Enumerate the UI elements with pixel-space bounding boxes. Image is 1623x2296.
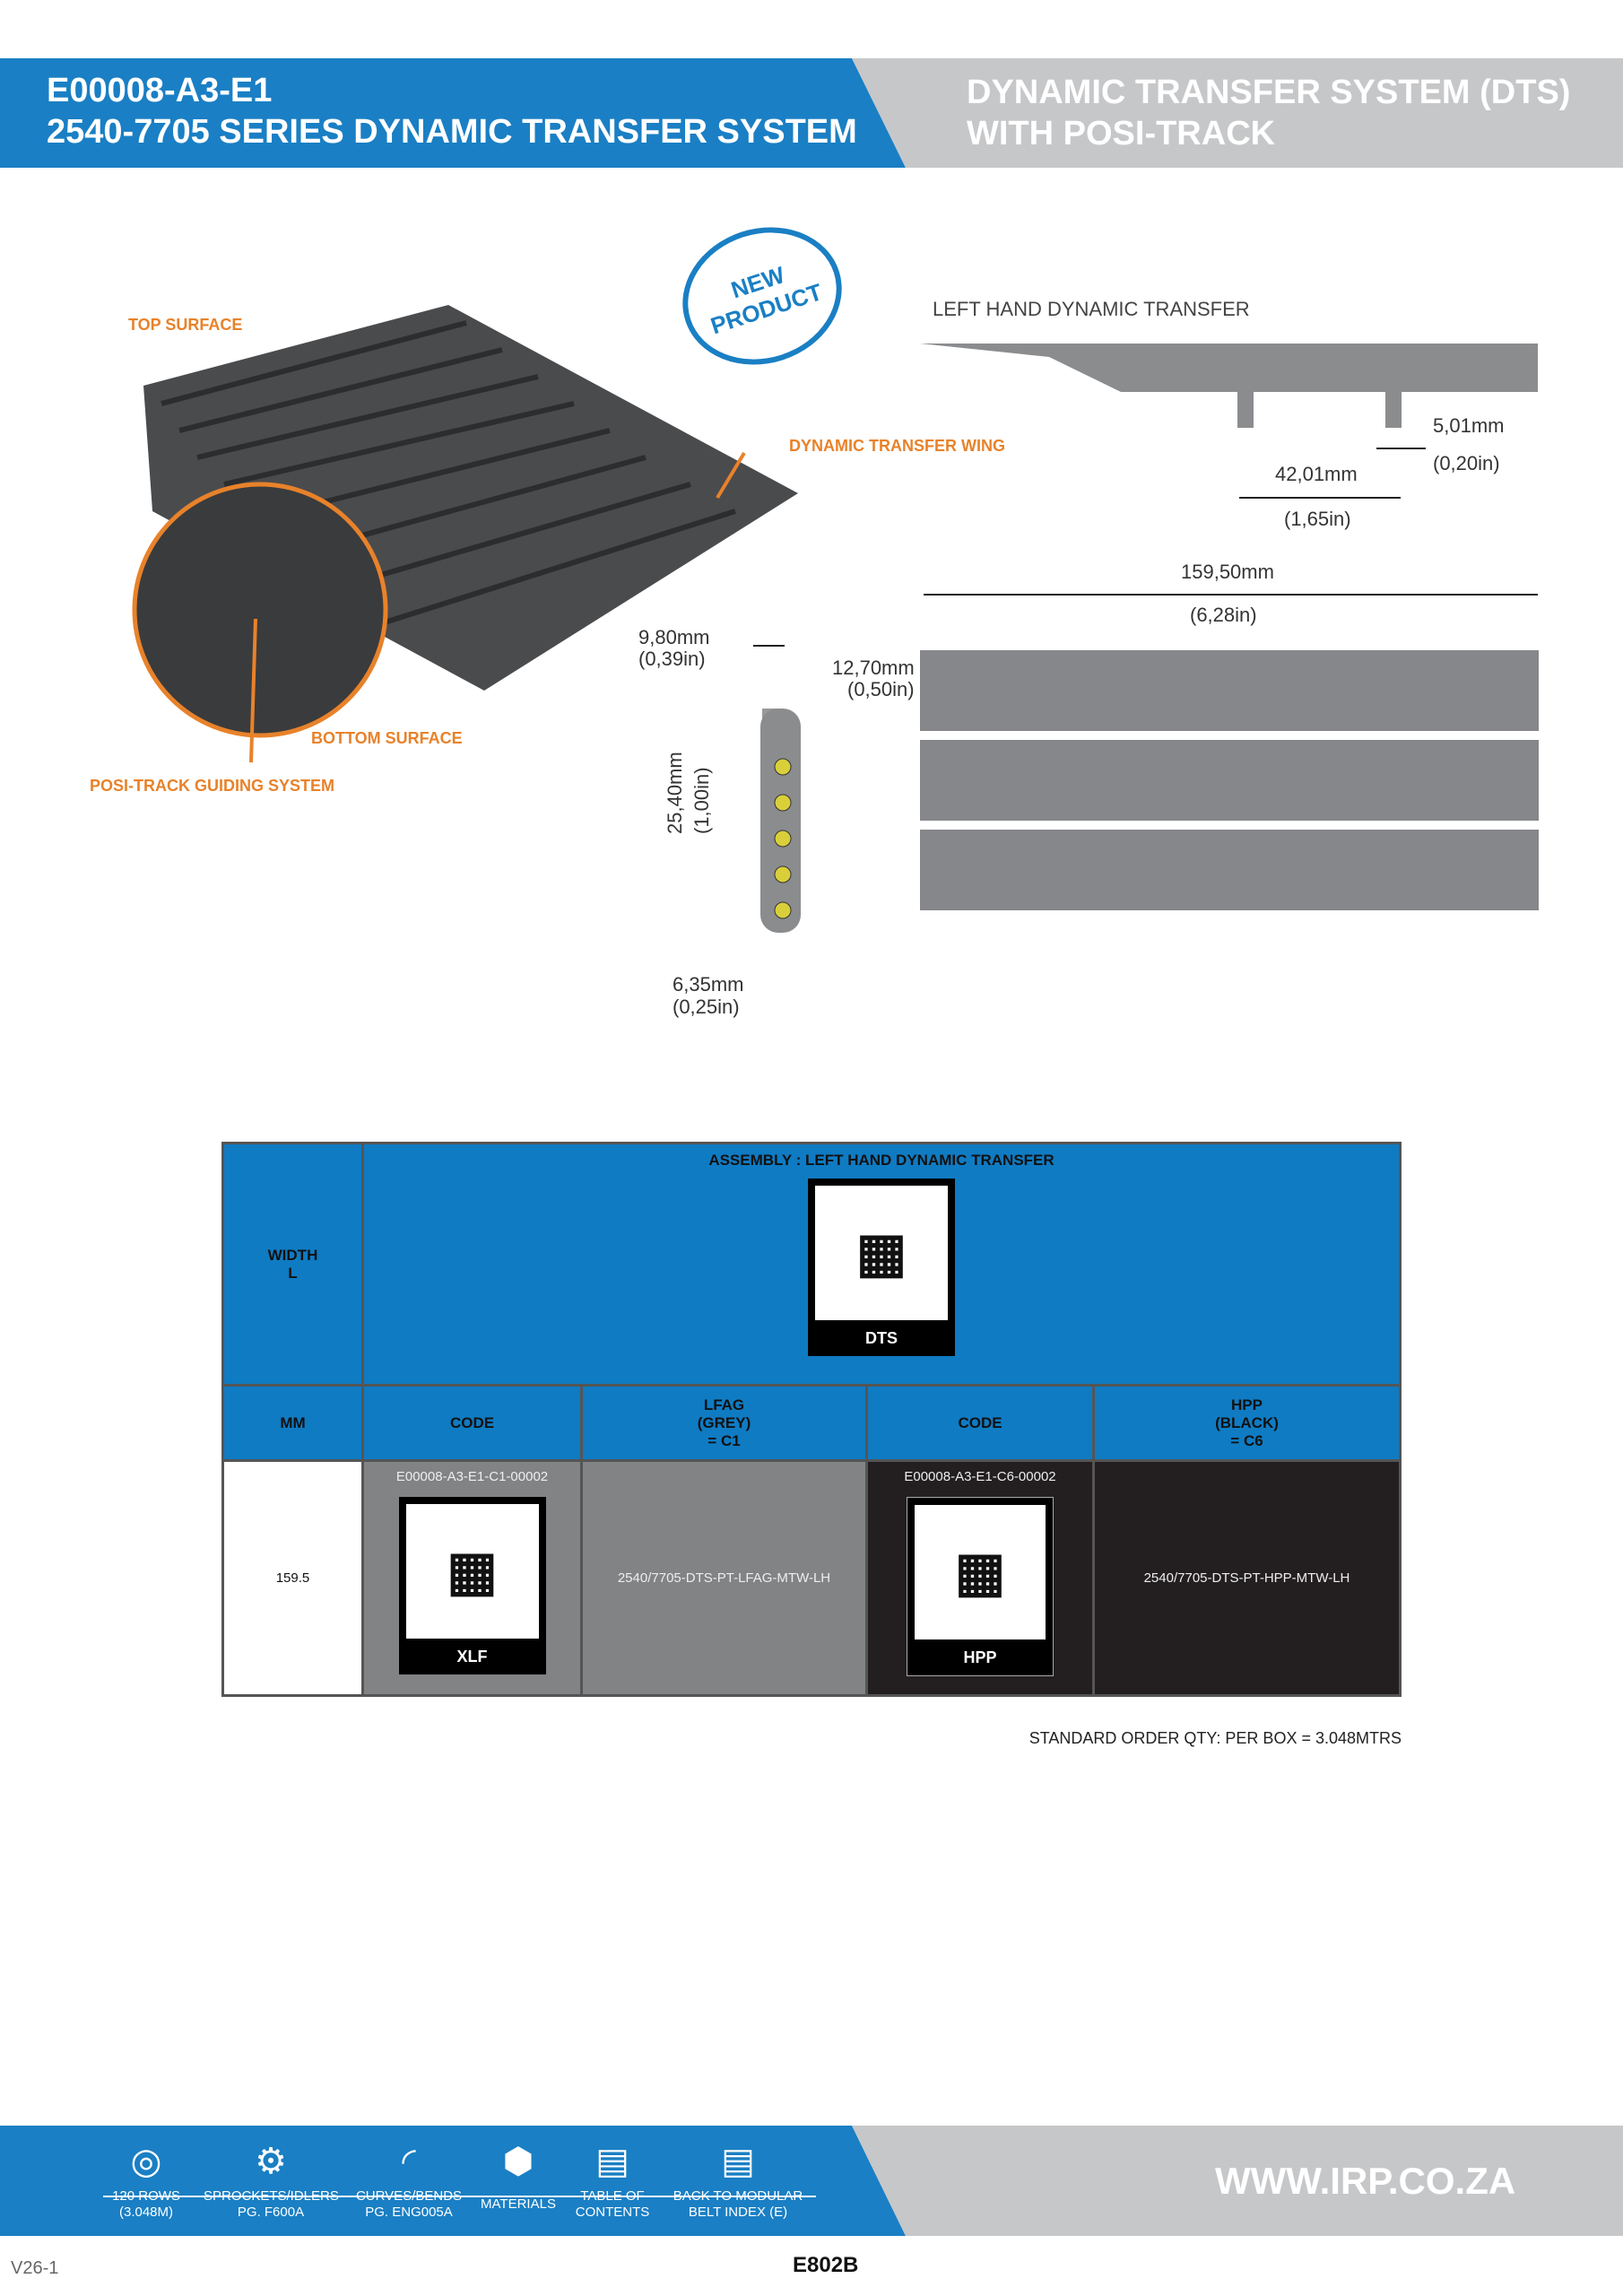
header-right-1: DYNAMIC TRANSFER SYSTEM (DTS): [967, 74, 1571, 111]
qr-code-icon: ▦: [815, 1186, 948, 1320]
cell-mm: 159.5: [221, 1459, 364, 1697]
header-right-2: WITH POSI-TRACK: [967, 115, 1276, 152]
footer-label: BELT INDEX (E): [688, 2205, 788, 2220]
hdr-hpp: HPP: [1231, 1396, 1263, 1413]
label-wing: DYNAMIC TRANSFER WING: [789, 437, 1005, 455]
dim-159mm-in: (6,28in): [1190, 604, 1257, 626]
footer-label: 120 ROWS: [112, 2188, 180, 2204]
gear-icon: ⚙: [255, 2142, 287, 2181]
hdr-code-2: CODE: [865, 1384, 1095, 1462]
hdr-hpp-3: = C6: [1230, 1431, 1263, 1449]
table-row: 159.5 E00008-A3-E1-C1-00002 ▦ XLF 2540/770…: [221, 1459, 1402, 1697]
doc-title: 2540-7705 SERIES DYNAMIC TRANSFER SYSTEM: [47, 113, 857, 151]
footer-label: PG. ENG005A: [365, 2205, 453, 2220]
dim-5mm-in: (0,20in): [1433, 452, 1500, 474]
order-qty: STANDARD ORDER QTY: PER BOX = 3.048MTRS: [1028, 1729, 1402, 1747]
qr-dts[interactable]: ▦ DTS: [808, 1178, 955, 1356]
footer-label: TABLE OF: [580, 2188, 645, 2204]
hdr-l: L: [288, 1264, 298, 1282]
website-link[interactable]: WWW.IRP.CO.ZA: [1215, 2160, 1516, 2202]
footer-label: CONTENTS: [575, 2205, 650, 2220]
dim-42mm-in: (1,65in): [1284, 508, 1351, 530]
side-view-title: LEFT HAND DYNAMIC TRANSFER: [933, 298, 1250, 320]
hdr-lfag-2: (GREY): [697, 1413, 751, 1431]
dim-42mm: 42,01mm: [1275, 463, 1358, 485]
document-icon: ▤: [721, 2142, 755, 2181]
dim-25mm: 25,40mm: [664, 752, 686, 834]
footer-banner: [0, 2126, 906, 2236]
doc-code: E00008-A3-E1: [47, 72, 273, 109]
footer-materials[interactable]: ⬢ MATERIALS: [451, 2135, 586, 2213]
footer-label: (3.048M): [118, 2205, 174, 2220]
hdr-mm: MM: [221, 1384, 364, 1462]
dim-5mm: 5,01mm: [1433, 414, 1505, 437]
dim-25mm-in: (1,00in): [690, 767, 713, 834]
footer-label: CURVES/BENDS: [355, 2188, 463, 2204]
dim-12mm: 12,70mm: [832, 657, 915, 679]
label-bottom-surface: BOTTOM SURFACE: [311, 729, 463, 747]
label-posi-track: POSI-TRACK GUIDING SYSTEM: [90, 777, 335, 795]
qr-caption: XLF: [456, 1648, 488, 1665]
header-banner-grey: [852, 58, 1623, 168]
materials-icon: ⬢: [502, 2142, 534, 2181]
qr-code-icon: ▦: [405, 1504, 539, 1639]
label-top-surface: TOP SURFACE: [128, 316, 243, 334]
footer-label: PG. F600A: [237, 2205, 305, 2220]
rolls-icon: ◎: [130, 2142, 162, 2181]
footer-banner-grey: [852, 2126, 1623, 2236]
cell-code-c1: E00008-A3-E1-C1-00002: [395, 1469, 549, 1484]
page-number: E802B: [793, 2253, 859, 2277]
curve-icon: ◜: [402, 2142, 416, 2181]
dim-9mm: 9,80mm: [638, 626, 710, 648]
qr-caption: HPP: [963, 1648, 997, 1666]
hdr-lfag: LFAG: [703, 1396, 745, 1413]
technical-drawing: [753, 344, 1539, 933]
assembly-title: ASSEMBLY : LEFT HAND DYNAMIC TRANSFER: [708, 1152, 1055, 1169]
cell-code-c6: E00008-A3-E1-C6-00002: [904, 1469, 1056, 1484]
cell-lfag: 2540/7705-DTS-PT-LFAG-MTW-LH: [580, 1459, 868, 1697]
footer-divider: [103, 2196, 816, 2197]
footer-label: SPROCKETS/IDLERS: [204, 2188, 339, 2204]
belt-illustration: [132, 305, 798, 763]
cell-hpp: 2540/7705-DTS-PT-HPP-MTW-LH: [1092, 1459, 1402, 1697]
dim-6mm-in: (0,25in): [673, 996, 740, 1018]
hdr-hpp-2: (BLACK): [1215, 1413, 1279, 1431]
dim-159mm: 159,50mm: [1181, 561, 1274, 583]
qr-hpp[interactable]: ▦ HPP: [907, 1497, 1054, 1676]
dim-9mm-in: (0,39in): [638, 648, 706, 670]
hdr-width: WIDTH: [267, 1246, 318, 1264]
version: V26-1: [11, 2258, 59, 2278]
document-icon: ▤: [595, 2142, 629, 2181]
header-banner: [0, 58, 906, 168]
qr-caption: DTS: [865, 1329, 898, 1347]
dim-6mm: 6,35mm: [673, 973, 744, 996]
hdr-lfag-3: = C1: [707, 1431, 741, 1449]
footer-label: MATERIALS: [481, 2196, 556, 2212]
footer-label: BACK TO MODULAR: [673, 2188, 803, 2204]
qr-xlf[interactable]: ▦ XLF: [398, 1497, 546, 1674]
hdr-code-1: CODE: [361, 1384, 583, 1462]
footer-rows[interactable]: ◎ 120 ROWS(3.048M): [79, 2135, 213, 2221]
qr-code-icon: ▦: [915, 1505, 1046, 1639]
dim-12mm-in: (0,50in): [847, 678, 915, 700]
